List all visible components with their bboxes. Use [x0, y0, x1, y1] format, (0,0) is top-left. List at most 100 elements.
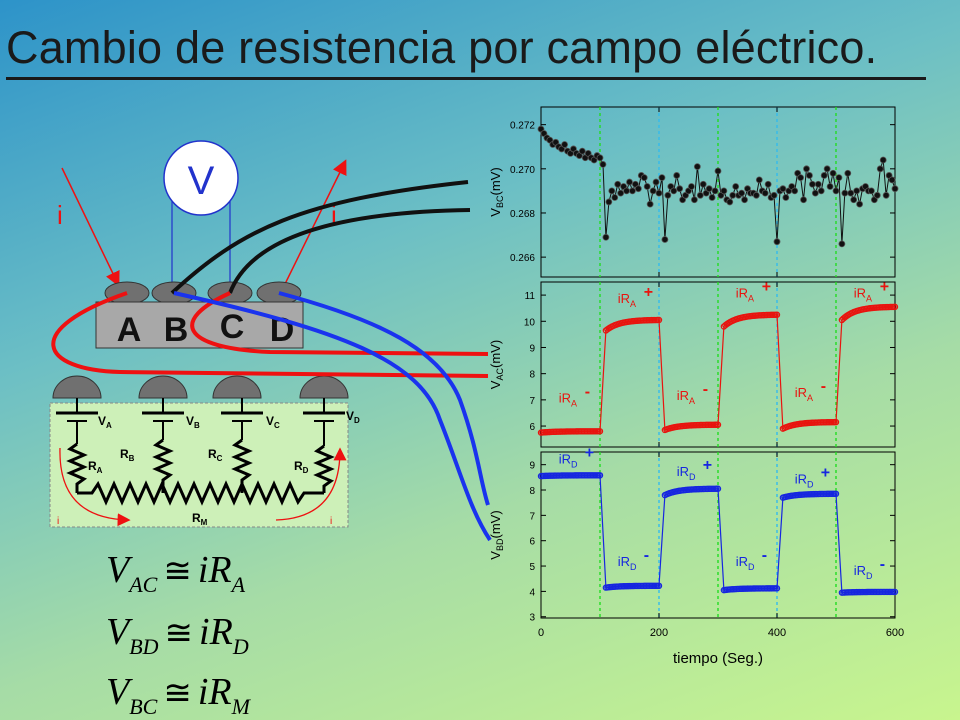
data-point-bc-98	[826, 183, 834, 190]
y-axis-label-ac: VAC(mV)	[488, 340, 505, 389]
data-point-bc-22	[602, 233, 610, 241]
equation-vbd: VBD≅iRD	[106, 611, 249, 659]
slide-title: Cambio de resistencia por campo eléctric…	[6, 22, 926, 80]
y-tick-label-bd-6: 9	[529, 461, 535, 472]
y-tick-label-bd-4: 7	[529, 511, 535, 522]
loop-current-right-arrow	[275, 447, 347, 521]
segment-label-ac-1: iRA	[618, 291, 636, 309]
data-point-bc-115	[876, 165, 884, 173]
wire-ac-c	[190, 291, 489, 356]
data-point-bc-62	[720, 187, 728, 195]
data-point-bc-96	[820, 172, 828, 179]
data-point-bc-14	[578, 147, 586, 155]
loop-current-left-arrow	[59, 447, 131, 527]
data-point-bc-58	[708, 194, 716, 201]
data-point-bc-112	[868, 187, 875, 195]
segment-sign-bd-5: -	[880, 556, 885, 573]
segment-label-bd-5: iRD	[854, 563, 873, 581]
data-point-bc-25	[611, 194, 619, 201]
data-point-bc-116	[879, 156, 887, 164]
data-point-bc-42	[661, 236, 669, 243]
data-point-ac-225	[891, 303, 899, 311]
data-point-bc-100	[832, 187, 840, 195]
data-point-bc-23	[605, 198, 613, 206]
y-tick-label-ac-3: 9	[529, 343, 535, 354]
x-tick-label-1: 200	[650, 627, 668, 639]
voltmeter-label: V	[188, 159, 215, 203]
segment-sign-bd-1: -	[644, 547, 649, 564]
data-point-bc-108	[856, 200, 863, 208]
data-point-bc-65	[729, 191, 737, 199]
data-point-ac-77	[655, 316, 663, 324]
svg-text:RA: RA	[88, 459, 103, 475]
data-point-bc-103	[841, 189, 849, 197]
data-point-bc-76	[761, 189, 769, 197]
data-point-bc-53	[693, 163, 701, 171]
x-tick-label-2: 400	[768, 627, 786, 639]
data-point-bc-80	[773, 238, 781, 246]
resistor-m	[77, 480, 324, 506]
circuit-model-box	[49, 402, 349, 528]
segment-sign-ac-1: +	[644, 284, 653, 301]
data-point-bc-45	[670, 187, 678, 195]
y-tick-label-bc-2: 0.270	[510, 165, 535, 176]
segment-sign-ac-2: -	[703, 381, 708, 398]
data-point-bc-60	[714, 167, 722, 175]
segment-sign-bd-3: -	[762, 547, 767, 564]
data-point-bc-90	[803, 165, 810, 173]
contact-label-b: B	[164, 311, 189, 349]
data-point-bd-40	[596, 472, 604, 479]
svg-text:VC: VC	[266, 414, 280, 430]
y-axis-label-bd: VBD(mV)	[488, 510, 505, 559]
data-point-bc-91	[806, 172, 813, 179]
y-tick-label-ac-1: 7	[529, 396, 535, 407]
y-tick-label-bd-0: 3	[529, 613, 535, 624]
data-point-bc-30	[626, 178, 633, 186]
data-point-bc-51	[688, 183, 695, 190]
segment-label-ac-5: iRA	[854, 286, 872, 304]
data-point-bc-88	[797, 174, 804, 182]
segment-label-ac-3: iRA	[736, 286, 754, 304]
x-tick-label-0: 0	[538, 627, 544, 639]
data-point-bc-46	[673, 172, 681, 179]
data-point-bc-74	[755, 176, 763, 184]
data-point-bc-69	[741, 196, 748, 204]
resistor-c	[231, 438, 253, 493]
data-point-bc-52	[691, 196, 698, 204]
equation-vac: VAC≅iRA	[106, 549, 246, 597]
x-axis-label: tiempo (Seg.)	[673, 650, 763, 667]
wire-bc-b	[170, 180, 469, 295]
segment-label-bd-3: iRD	[736, 554, 755, 572]
svg-text:RB: RB	[120, 447, 135, 463]
svg-text:RC: RC	[208, 447, 223, 463]
data-point-bc-117	[882, 191, 890, 199]
data-point-bc-38	[649, 187, 657, 195]
data-point-bc-107	[853, 187, 861, 195]
y-tick-label-bd-1: 4	[529, 587, 535, 598]
data-point-bd-114	[714, 485, 722, 492]
series-line-bd	[540, 474, 895, 594]
data-point-bc-86	[791, 187, 799, 195]
segment-sign-ac-5: +	[880, 279, 889, 296]
data-point-bc-57	[705, 185, 713, 193]
wire-ac-a	[51, 291, 489, 378]
data-point-bc-104	[844, 169, 852, 177]
data-point-bc-120	[891, 185, 899, 193]
title-underline	[6, 77, 926, 80]
current-out-arrow	[284, 159, 347, 285]
data-point-bc-99	[829, 169, 837, 177]
svg-text:RD: RD	[294, 459, 309, 475]
segment-label-ac-2: iRA	[677, 388, 695, 406]
data-point-bc-66	[732, 183, 740, 190]
segment-label-bd-1: iRD	[618, 554, 637, 572]
data-point-bc-33	[634, 185, 642, 193]
segment-label-bd-2: iRD	[677, 464, 696, 482]
slide-title-text: Cambio de resistencia por campo eléctric…	[6, 22, 878, 73]
data-point-bc-54	[696, 191, 704, 199]
data-point-ac-114	[714, 421, 722, 428]
data-point-bc-92	[809, 180, 816, 188]
data-point-bc-89	[800, 196, 807, 204]
